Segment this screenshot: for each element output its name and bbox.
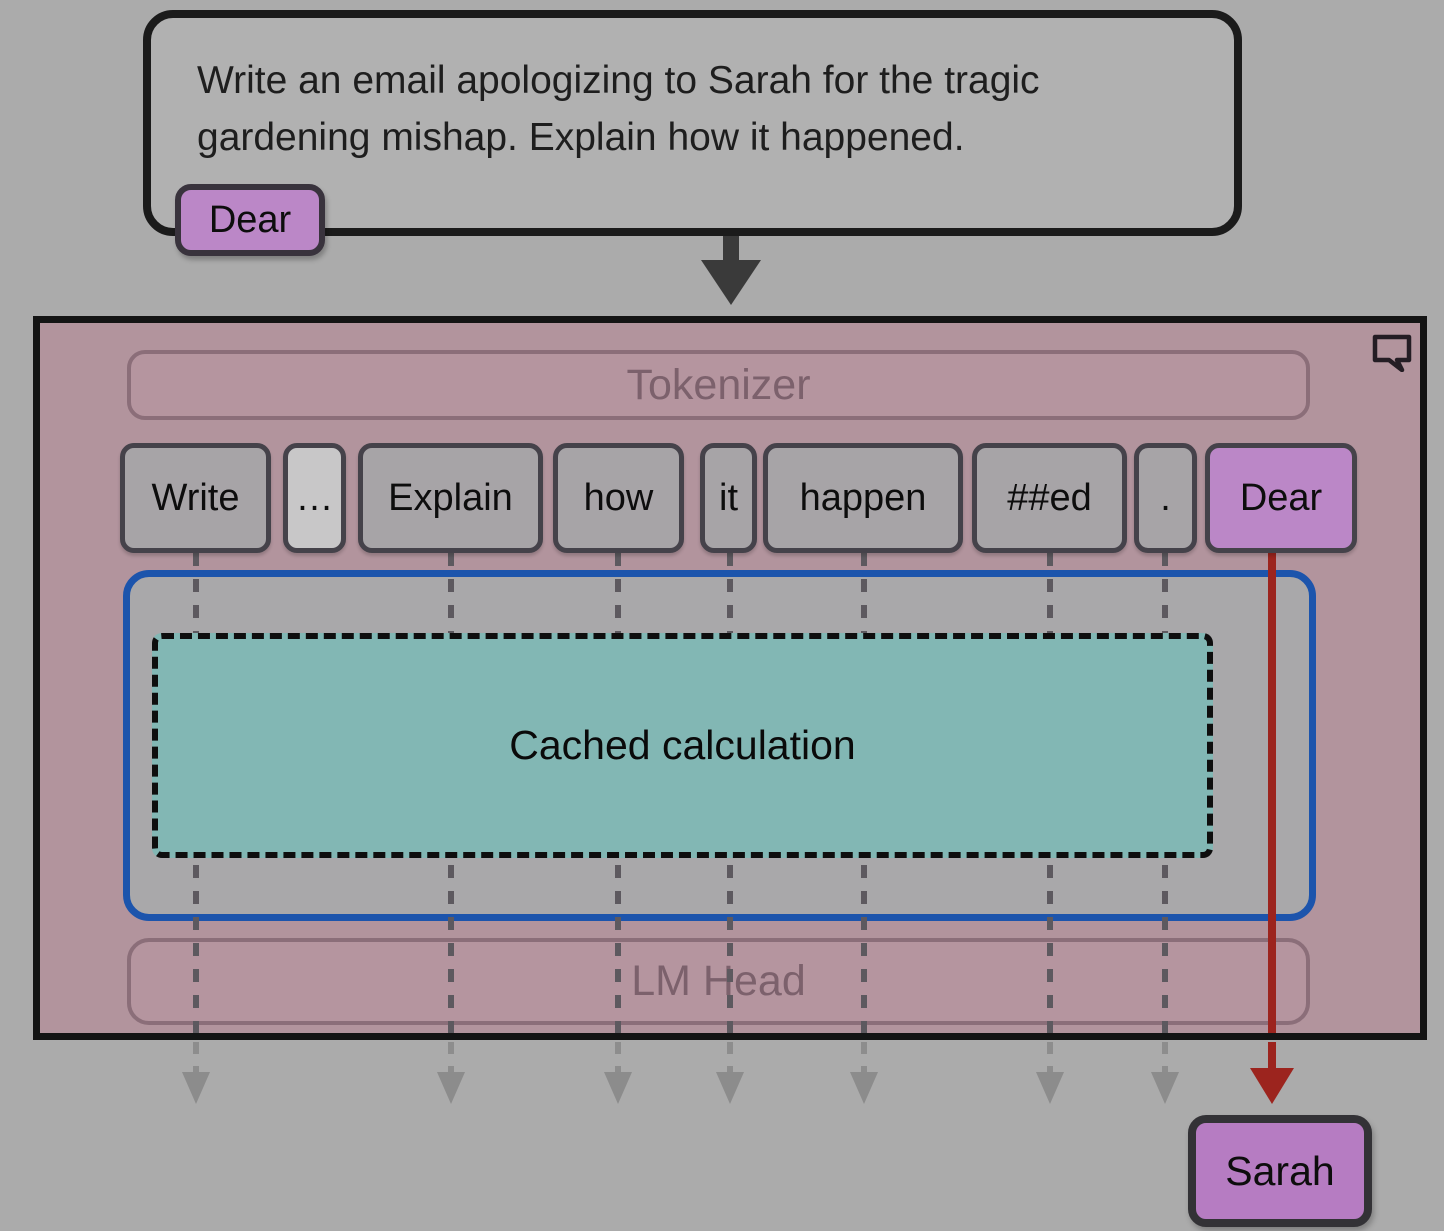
token-flow-arrowhead [1036,1072,1064,1104]
token-flow-arrowhead [437,1072,465,1104]
cached-calculation-box: Cached calculation [152,633,1213,858]
token-flow-line [727,1042,733,1074]
token-flow-arrowhead [182,1072,210,1104]
token-dear: Dear [1205,443,1357,553]
token-happen: happen [763,443,963,553]
token-flow-line [1162,1042,1168,1074]
token-flow-line [615,1042,621,1074]
comment-bubble-icon[interactable] [1370,332,1414,373]
token-flow-line [1047,1042,1053,1074]
dear-to-sarah-arrow-shaft [1268,1042,1276,1070]
prompt-text: Write an email apologizing to Sarah for … [197,52,1197,166]
token-flow-line [861,1042,867,1074]
dear-to-sarah-arrowhead [1250,1068,1294,1104]
tokenizer-bar: Tokenizer [127,350,1310,420]
dear-to-sarah-arrow-shaft [1268,553,1276,1033]
prompt-box: Write an email apologizing to Sarah for … [143,10,1242,236]
prompt-text-line-2: gardening mishap. Explain how it happene… [197,116,965,159]
prompt-text-line-1: Write an email apologizing to Sarah for … [197,59,1040,102]
token-flow-arrowhead [1151,1072,1179,1104]
token-ellipsis: … [283,443,346,553]
token-explain: Explain [358,443,543,553]
lm-head-bar: LM Head [127,938,1310,1025]
prompt-to-model-arrow-shaft [723,236,739,262]
token-flow-line [448,1042,454,1074]
prompt-to-model-arrow-head [701,260,761,305]
token-flow-arrowhead [604,1072,632,1104]
token-ed-suffix: ##ed [972,443,1127,553]
token-period: . [1134,443,1197,553]
token-flow-arrowhead [716,1072,744,1104]
token-how: how [553,443,684,553]
token-it: it [700,443,757,553]
model-panel: Tokenizer Write … Explain how it happen … [33,316,1427,1040]
output-token-sarah: Sarah [1188,1115,1372,1227]
token-flow-line [193,1042,199,1074]
token-write: Write [120,443,271,553]
token-flow-arrowhead [850,1072,878,1104]
generated-token-badge-dear: Dear [175,184,325,256]
